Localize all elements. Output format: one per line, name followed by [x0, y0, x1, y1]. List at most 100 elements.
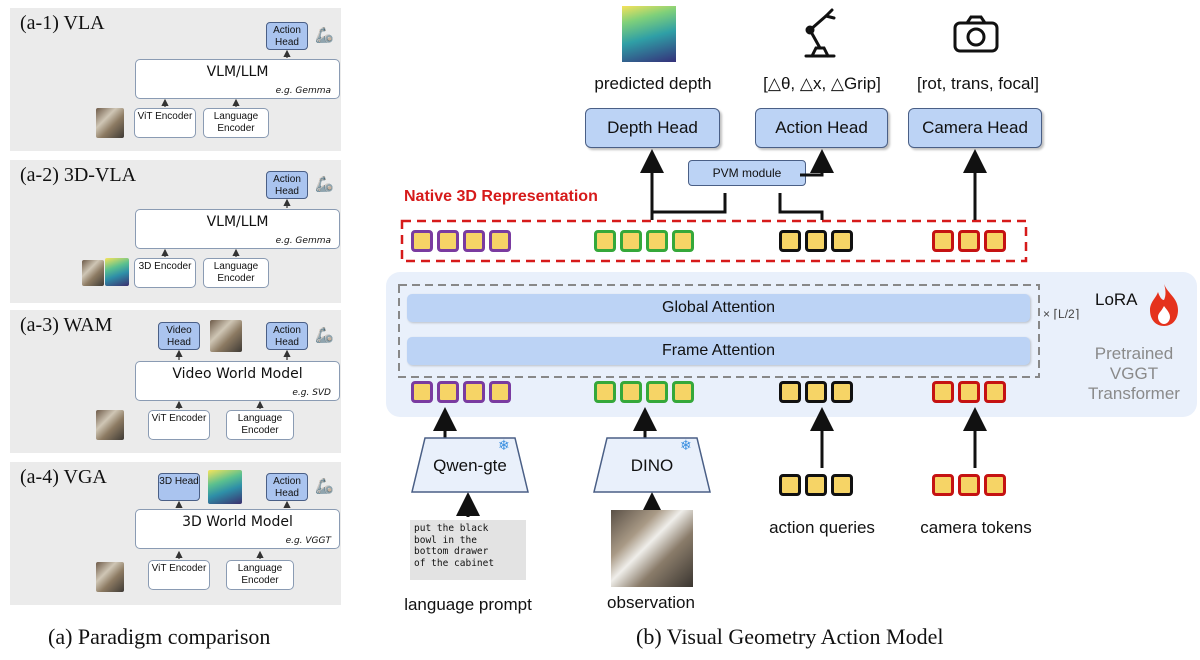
black-token	[805, 230, 827, 252]
pvm-module-box: PVM module	[688, 160, 806, 186]
3d-head-box: 3D Head	[158, 473, 200, 501]
depth-head-box: Depth Head	[585, 108, 720, 148]
green-token	[620, 230, 642, 252]
robot-arm-icon: 🦾	[315, 27, 334, 44]
attention-dashed-box	[398, 284, 1040, 378]
black-token	[831, 381, 853, 403]
native-3d-dashed-box	[400, 219, 1028, 263]
model-example: e.g. Gemma	[275, 86, 331, 96]
vision-encoder-box: ViT Encoder	[148, 560, 210, 590]
language-encoder-box: Language Encoder	[226, 410, 294, 440]
camera-tokens-label: camera tokens	[920, 518, 1032, 537]
purple-token	[489, 381, 511, 403]
camera-output-label: [rot, trans, focal]	[917, 74, 1039, 93]
language-prompt-label: language prompt	[404, 595, 532, 614]
robot-arm-icon: 🦾	[315, 478, 334, 495]
red-token	[984, 474, 1006, 496]
black-token	[831, 474, 853, 496]
robot-arm-icon: 🦾	[315, 327, 334, 344]
model-box: VLM/LLM e.g. Gemma	[135, 209, 340, 249]
paradigm-panel-vla: (a-1) VLA Action Head 🦾 VLM/LLM e.g. Gem…	[10, 8, 341, 151]
observation-label: observation	[607, 593, 695, 612]
panel-title: (a-3) WAM	[20, 314, 113, 336]
layer-repeat-label: × ⌈L/2⌉	[1043, 307, 1080, 321]
action-output-label: [△θ, △x, △Grip]	[763, 74, 881, 93]
paradigm-panel-vga: (a-4) VGA 3D Head Action Head 🦾 3D World…	[10, 462, 341, 605]
red-token	[958, 474, 980, 496]
purple-token	[489, 230, 511, 252]
action-queries-label: action queries	[769, 518, 875, 537]
black-token	[831, 230, 853, 252]
language-encoder-box: Language Encoder	[203, 258, 269, 288]
robot-arm-icon	[804, 8, 836, 58]
camera-head-box: Camera Head	[908, 108, 1042, 148]
purple-token	[411, 230, 433, 252]
frame-attention-block: Frame Attention	[407, 337, 1030, 365]
depth-map-icon	[622, 6, 676, 62]
red-token	[958, 230, 980, 252]
purple-token	[411, 381, 433, 403]
model-example: e.g. VGGT	[285, 536, 331, 546]
purple-token	[437, 381, 459, 403]
action-head-box: Action Head	[266, 322, 308, 350]
action-head-box: Action Head	[755, 108, 888, 148]
camera-icon	[953, 15, 999, 53]
red-token	[932, 474, 954, 496]
left-connectors	[161, 49, 291, 559]
paradigm-panel-3d-vla: (a-2) 3D-VLA Action Head 🦾 VLM/LLM e.g. …	[10, 160, 341, 303]
model-box: Video World Model e.g. SVD	[135, 361, 340, 401]
depth-map-icon	[208, 470, 242, 504]
vision-encoder-box: ViT Encoder	[148, 410, 210, 440]
purple-token	[463, 381, 485, 403]
flame-icon	[1150, 284, 1178, 326]
black-token	[779, 381, 801, 403]
transformer-name-line1: Pretrained	[1094, 344, 1174, 363]
black-token	[805, 381, 827, 403]
green-token	[672, 230, 694, 252]
action-head-box: Action Head	[266, 22, 308, 50]
red-token	[984, 381, 1006, 403]
observation-thumbnail	[82, 260, 104, 286]
snowflake-icon: ❄	[498, 437, 510, 453]
paradigm-panel-wam: (a-3) WAM Video Head Action Head 🦾 Video…	[10, 310, 341, 453]
panel-title: (a-2) 3D-VLA	[20, 164, 137, 186]
video-head-box: Video Head	[158, 322, 200, 350]
model-example: e.g. SVD	[292, 388, 331, 398]
black-token	[805, 474, 827, 496]
observation-thumbnail	[96, 108, 124, 138]
action-head-box: Action Head	[266, 473, 308, 501]
language-prompt-text: put the black bowl in the bottom drawer …	[410, 520, 526, 580]
left-caption: (a) Paradigm comparison	[48, 624, 271, 649]
robot-arm-icon: 🦾	[315, 176, 334, 193]
observation-thumbnail	[96, 562, 124, 592]
green-token	[672, 381, 694, 403]
panel-title: (a-4) VGA	[20, 466, 107, 488]
observation-thumbnail	[96, 410, 124, 440]
green-token	[646, 381, 668, 403]
dino-encoder-label: DINO	[630, 456, 674, 475]
purple-token	[463, 230, 485, 252]
model-example: e.g. Gemma	[275, 236, 331, 246]
depth-thumbnail	[105, 258, 129, 286]
qwen-gte-encoder-shape	[411, 437, 529, 493]
right-caption: (b) Visual Geometry Action Model	[636, 624, 944, 649]
vision-encoder-box: ViT Encoder	[134, 108, 196, 138]
purple-token	[437, 230, 459, 252]
snowflake-icon: ❄	[680, 437, 692, 453]
3d-encoder-box: 3D Encoder	[134, 258, 196, 288]
green-token	[594, 381, 616, 403]
dino-encoder-shape	[593, 437, 711, 493]
model-box: VLM/LLM e.g. Gemma	[135, 59, 340, 99]
model-name: 3D World Model	[182, 514, 293, 530]
predicted-depth-label: predicted depth	[594, 74, 712, 93]
observation-image	[611, 510, 693, 587]
red-token	[958, 381, 980, 403]
language-encoder-box: Language Encoder	[226, 560, 294, 590]
panel-title: (a-1) VLA	[20, 12, 105, 34]
green-token	[594, 230, 616, 252]
red-token	[932, 381, 954, 403]
action-head-box: Action Head	[266, 171, 308, 199]
language-encoder-box: Language Encoder	[203, 108, 269, 138]
model-box: 3D World Model e.g. VGGT	[135, 509, 340, 549]
red-token	[984, 230, 1006, 252]
